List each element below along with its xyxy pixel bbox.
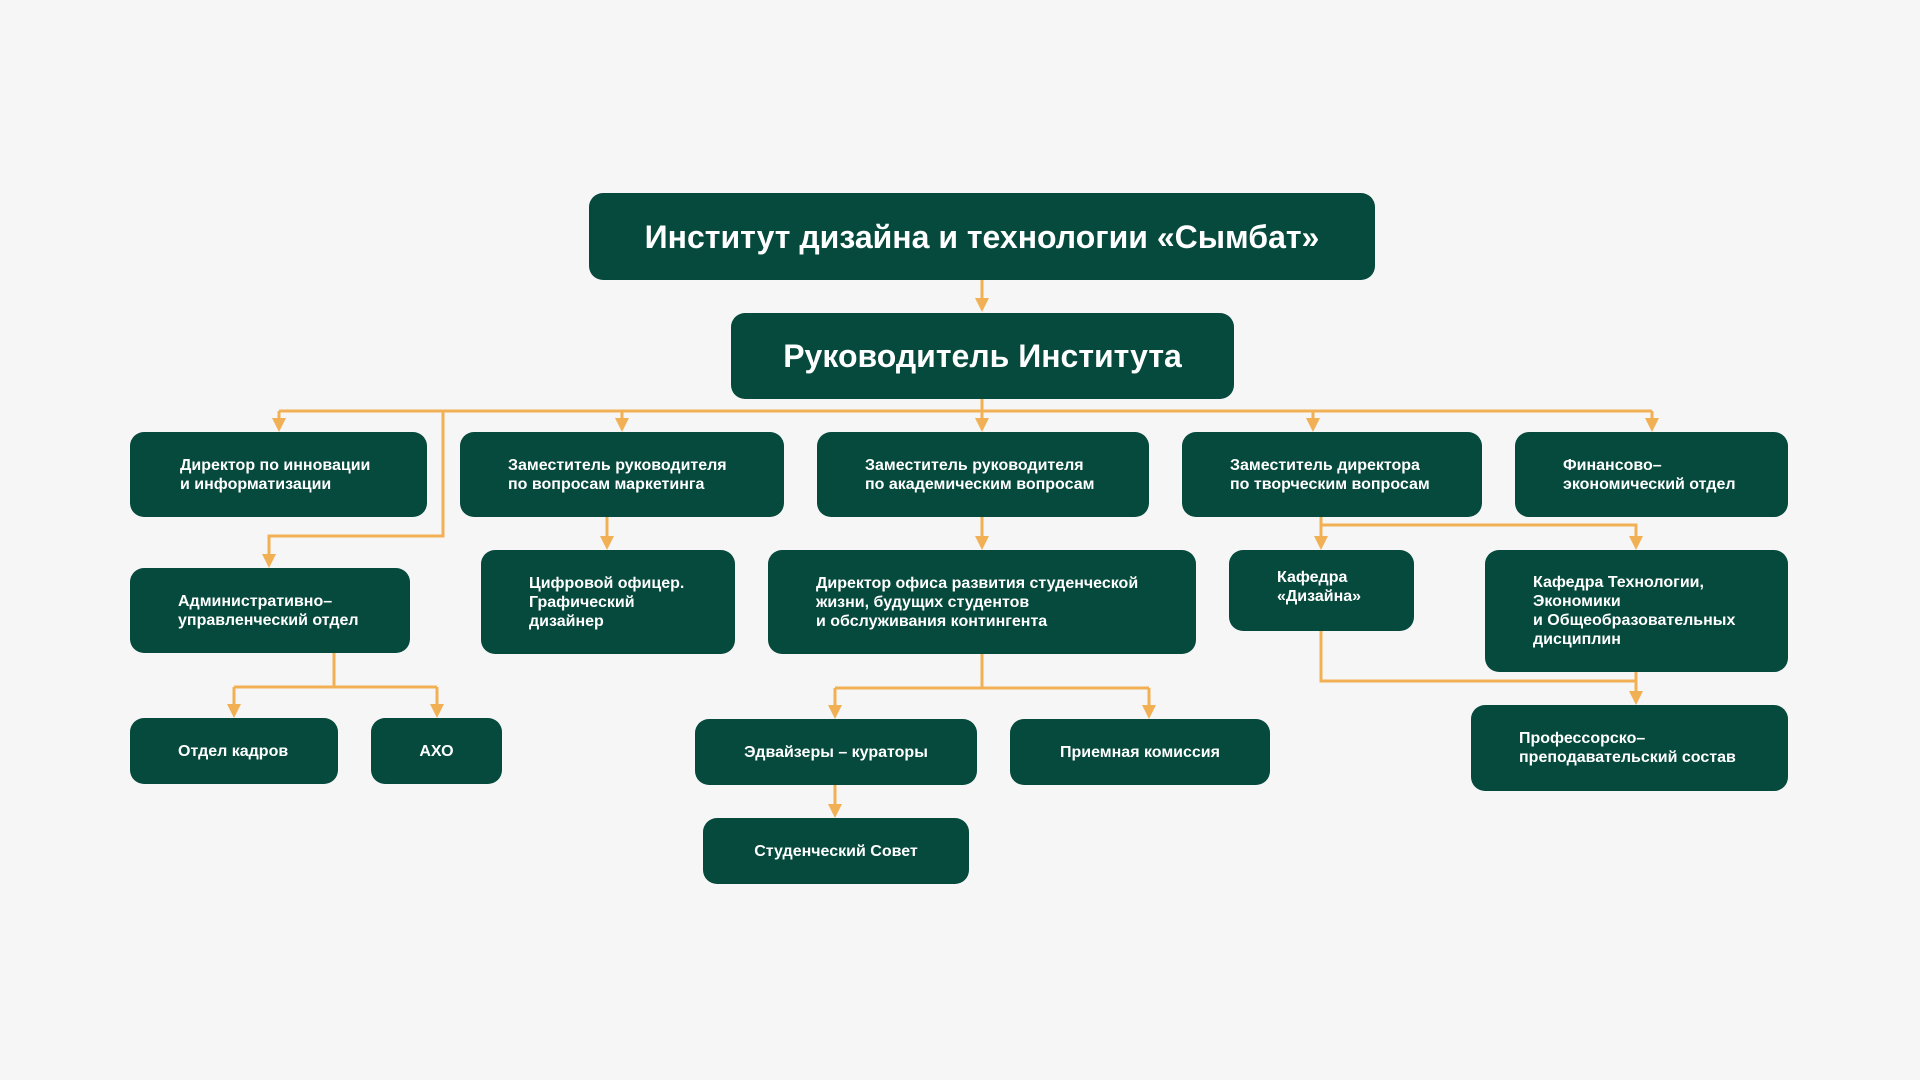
design-dept-box: Кафедра «Дизайна» [1229,550,1414,631]
hr-dept-box: Отдел кадров [130,718,338,784]
finance-dept-box: Финансово– экономический отдел [1515,432,1788,517]
axo-box: АХО [371,718,502,784]
academic-deputy-box: Заместитель руководителя по академически… [817,432,1149,517]
faculty-box: Профессорско– преподавательский состав [1471,705,1788,791]
connector-admin-children [232,653,439,704]
digital-officer-box: Цифровой офицер. Графический дизайнер [481,550,735,654]
innovation-director-box: Директор по инновации и информатизации [130,432,427,517]
admission-box: Приемная комиссия [1010,719,1270,785]
admin-dept-box: Административно– управленческий отдел [130,568,410,653]
marketing-deputy-box: Заместитель руководителя по вопросам мар… [460,432,784,517]
connector-office-children [833,654,1151,705]
student-office-director-box: Директор офиса развития студенческой жиз… [768,550,1196,654]
connector-admin [267,411,445,554]
connector-depts [1319,517,1638,536]
advisors-box: Эдвайзеры – кураторы [695,719,977,785]
connector-faculty [1319,631,1638,691]
leader-box: Руководитель Института [731,313,1234,399]
institute-title-box: Институт дизайна и технологии «Сымбат» [589,193,1375,280]
tech-dept-box: Кафедра Технологии, Экономики и Общеобра… [1485,550,1788,672]
student-council-box: Студенческий Совет [703,818,969,884]
creative-deputy-box: Заместитель директора по творческим вопр… [1182,432,1482,517]
